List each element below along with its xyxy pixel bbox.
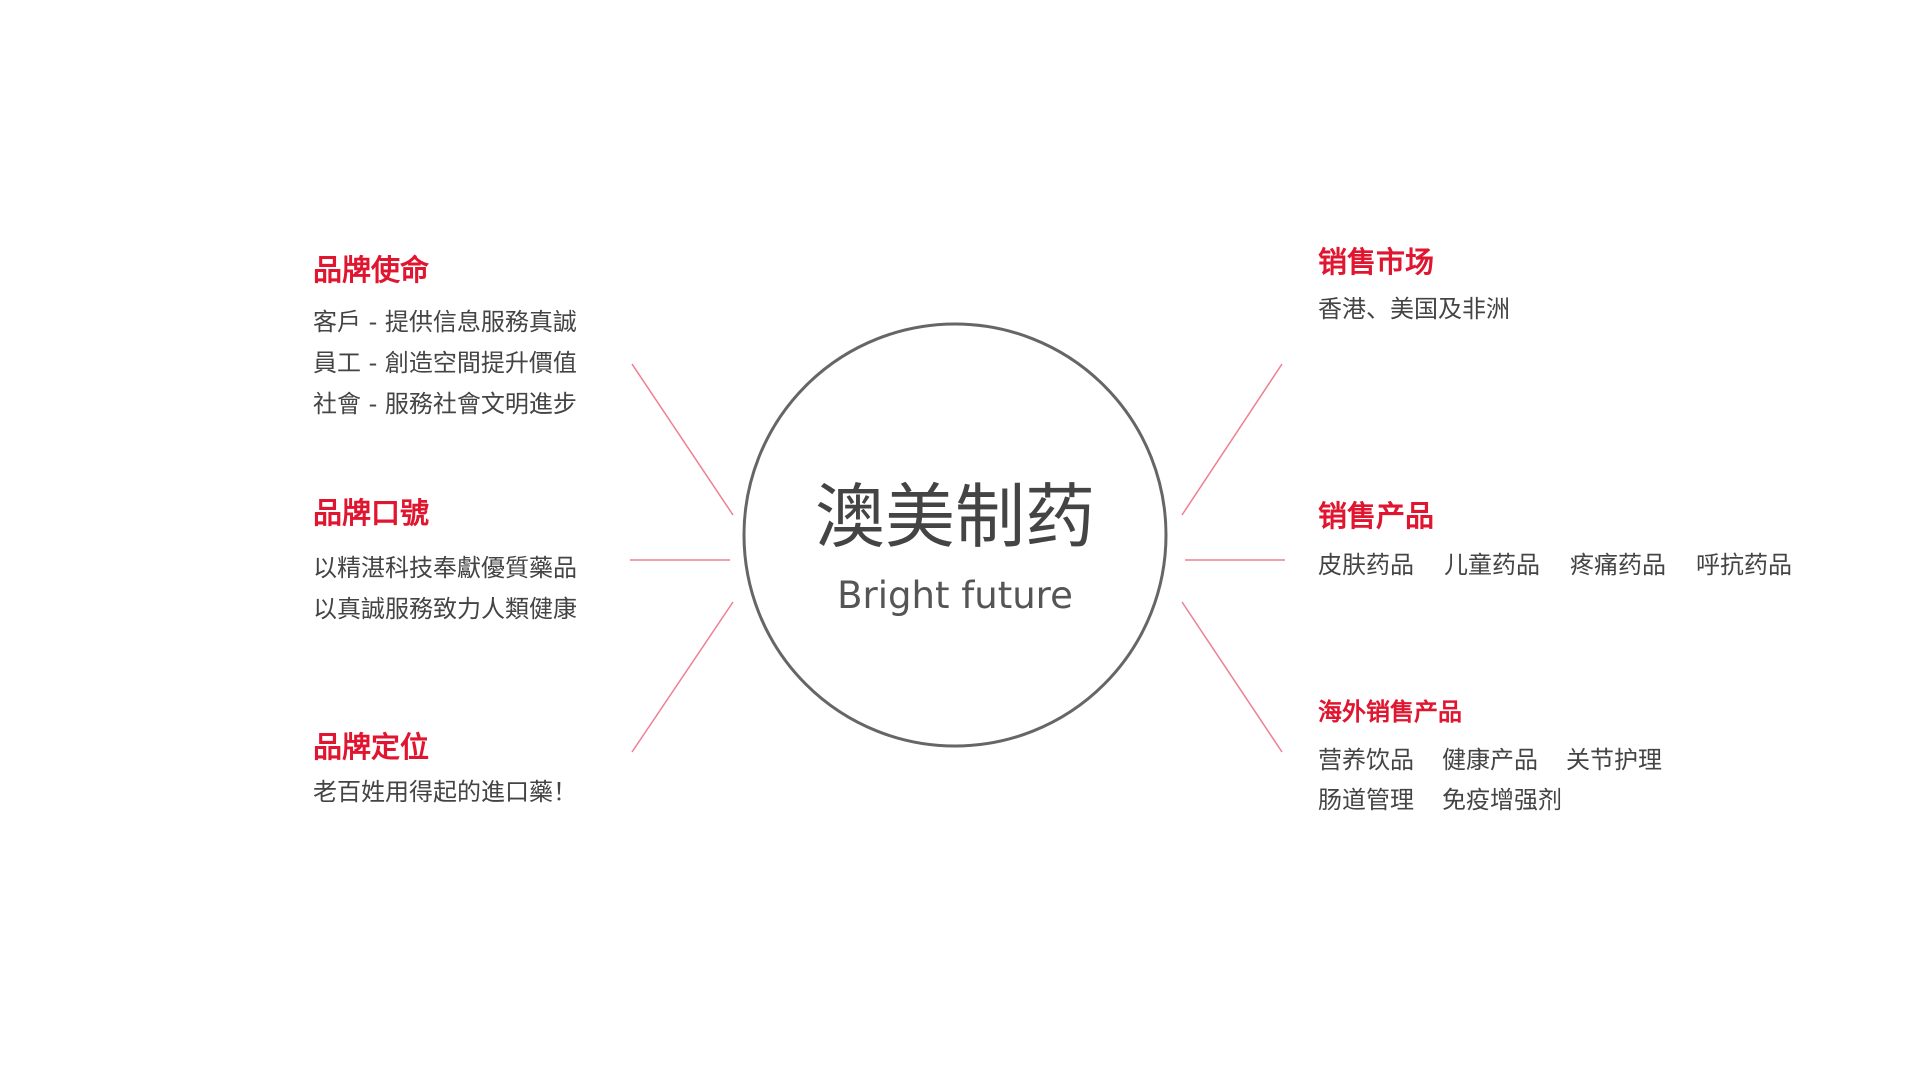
- sales-markets-line: 香港、美国及非洲: [1318, 295, 1510, 323]
- overseas-product-item: 免疫增强剂: [1442, 786, 1562, 814]
- sales-products-block: 销售产品 皮肤药品 儿童药品 疼痛药品 呼抗药品: [1318, 502, 1792, 585]
- brand-mission-block: 品牌使命 客戶 - 提供信息服務真誠 員工 - 創造空間提升價值 社會 - 服務…: [313, 256, 577, 425]
- sales-products-list: 皮肤药品 儿童药品 疼痛药品 呼抗药品: [1318, 545, 1792, 585]
- brand-mission-line: 客戶 - 提供信息服務真誠: [313, 308, 577, 336]
- sales-products-title: 销售产品: [1318, 499, 1435, 533]
- brand-slogan-block: 品牌口號 以精湛科技奉獻優質藥品 以真誠服務致力人類健康: [313, 499, 577, 630]
- sales-product-item: 儿童药品: [1444, 551, 1540, 579]
- brand-slogan-title: 品牌口號: [313, 496, 430, 530]
- brand-mission-line: 社會 - 服務社會文明進步: [313, 390, 577, 418]
- sales-markets-title: 销售市场: [1318, 245, 1435, 279]
- overseas-product-item: 健康产品: [1442, 746, 1538, 774]
- overseas-product-item: 肠道管理: [1318, 786, 1414, 814]
- brand-mission-line: 員工 - 創造空間提升價值: [313, 349, 577, 377]
- brand-positioning-title: 品牌定位: [313, 730, 430, 764]
- overseas-product-item: 关节护理: [1566, 746, 1662, 774]
- connector-line-right-top: [1181, 363, 1283, 516]
- brand-mission-title: 品牌使命: [313, 253, 430, 287]
- overseas-products-block: 海外销售产品 营养饮品 健康产品 关节护理 肠道管理 免疫增强剂: [1318, 700, 1662, 820]
- connector-line-right-bottom: [1181, 601, 1283, 753]
- sales-product-item: 呼抗药品: [1696, 551, 1792, 579]
- sales-product-item: 皮肤药品: [1318, 551, 1414, 579]
- overseas-product-item: 营养饮品: [1318, 746, 1414, 774]
- connector-line-left-top: [631, 363, 734, 516]
- overseas-products-row: 肠道管理 免疫增强剂: [1318, 780, 1662, 820]
- center-circle: [742, 322, 1168, 748]
- brand-positioning-line: 老百姓用得起的進口藥！: [313, 778, 577, 806]
- connector-line-left-bottom: [631, 601, 734, 753]
- brand-slogan-line: 以精湛科技奉獻優質藥品: [313, 554, 577, 582]
- sales-markets-block: 销售市场 香港、美国及非洲: [1318, 248, 1510, 330]
- center-title: 澳美制药: [815, 476, 1095, 558]
- overseas-products-row: 营养饮品 健康产品 关节护理: [1318, 740, 1662, 780]
- brand-slogan-line: 以真誠服務致力人類健康: [313, 595, 577, 623]
- center-subtitle: Bright future: [837, 574, 1073, 617]
- brand-positioning-block: 品牌定位 老百姓用得起的進口藥！: [313, 733, 577, 813]
- sales-product-item: 疼痛药品: [1570, 551, 1666, 579]
- overseas-products-title: 海外销售产品: [1318, 698, 1462, 726]
